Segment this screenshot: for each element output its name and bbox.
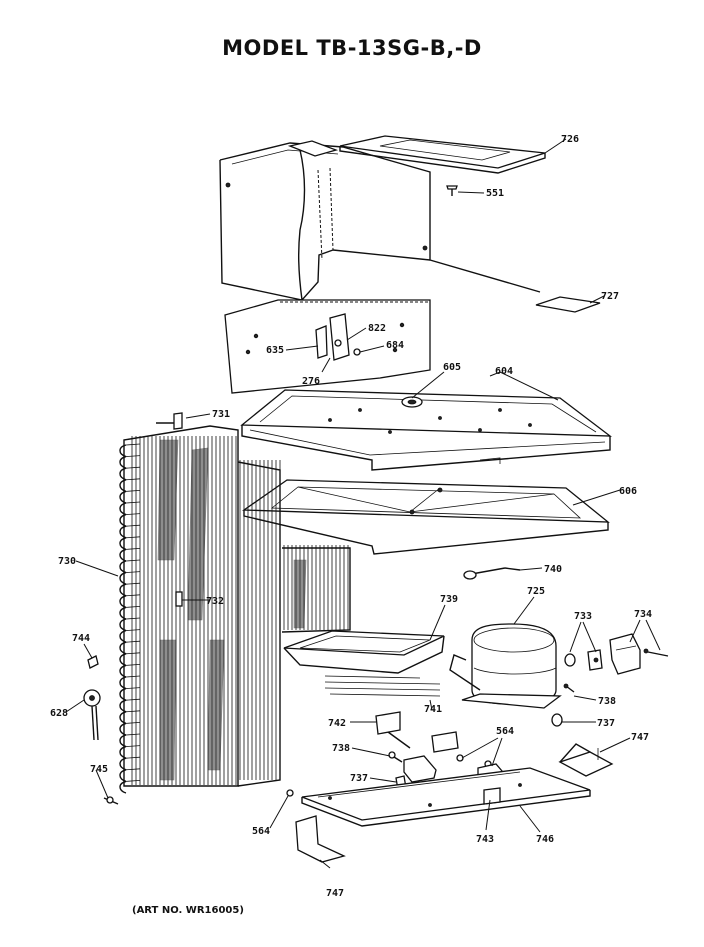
callout-746: 746 <box>536 834 554 845</box>
screw-551 <box>446 185 458 196</box>
grille-741 <box>324 675 441 697</box>
terminal-cover-734 <box>609 633 669 675</box>
callout-684: 684 <box>386 340 404 351</box>
compressor <box>449 623 562 709</box>
callout-551: 551 <box>486 188 504 199</box>
callout-727: 727 <box>601 291 619 302</box>
callout-730: 730 <box>58 556 76 567</box>
screw-564-upper <box>456 754 492 768</box>
callout-732: 732 <box>206 596 224 607</box>
clip-744 <box>87 655 99 669</box>
tray-739 <box>283 630 445 674</box>
callout-741: 741 <box>424 704 442 715</box>
screw-564-lower <box>286 789 294 797</box>
bracket-727 <box>535 296 601 313</box>
callout-739: 739 <box>440 594 458 605</box>
condenser-coil <box>119 425 351 794</box>
callout-605: 605 <box>443 362 461 373</box>
foot-bracket-747-left <box>295 815 346 863</box>
callout-564-upper: 564 <box>496 726 514 737</box>
grommet-737-upper <box>551 713 563 727</box>
callout-734: 734 <box>634 609 652 620</box>
callout-747-right: 747 <box>631 732 649 743</box>
bracket-742 <box>375 711 459 753</box>
evaporator-tray <box>240 389 613 471</box>
callout-725: 725 <box>527 586 545 597</box>
callout-635: 635 <box>266 345 284 356</box>
art-number: (ART NO. WR16005) <box>132 905 244 916</box>
callout-628: 628 <box>50 708 68 719</box>
callout-733: 733 <box>574 611 592 622</box>
screw-731 <box>156 412 183 430</box>
callout-743: 743 <box>476 834 494 845</box>
callout-747-left: 747 <box>326 888 344 899</box>
callout-606: 606 <box>619 486 637 497</box>
callout-738-lower: 738 <box>332 743 350 754</box>
callout-740: 740 <box>544 564 562 575</box>
callout-822: 822 <box>368 323 386 334</box>
cabinet-housing <box>219 140 541 301</box>
callout-604: 604 <box>495 366 513 377</box>
leader-lines <box>65 138 661 869</box>
callout-738-upper: 738 <box>598 696 616 707</box>
callout-737-lower: 737 <box>350 773 368 784</box>
callout-737-upper: 737 <box>597 718 615 729</box>
clip-738-upper <box>563 683 575 693</box>
callout-726: 726 <box>561 134 579 145</box>
callout-744: 744 <box>72 633 90 644</box>
callout-564-lower: 564 <box>252 826 270 837</box>
callout-742: 742 <box>328 718 346 729</box>
diagram-title: MODEL TB-13SG-B,-D <box>222 36 482 60</box>
callout-731: 731 <box>212 409 230 420</box>
clip-745 <box>103 796 119 805</box>
base-plate <box>301 767 591 827</box>
drain-pan <box>242 479 610 555</box>
callout-276: 276 <box>302 376 320 387</box>
back-panel <box>224 299 431 394</box>
foot-bracket-747-right <box>558 743 614 777</box>
callout-745: 745 <box>90 764 108 775</box>
thermostat-628 <box>83 689 101 741</box>
screw-738-lower <box>388 751 403 763</box>
relay-733 <box>564 649 603 671</box>
callout-labels: 726 551 727 822 635 684 276 605 604 731 … <box>50 134 652 899</box>
drier-740 <box>463 567 521 580</box>
